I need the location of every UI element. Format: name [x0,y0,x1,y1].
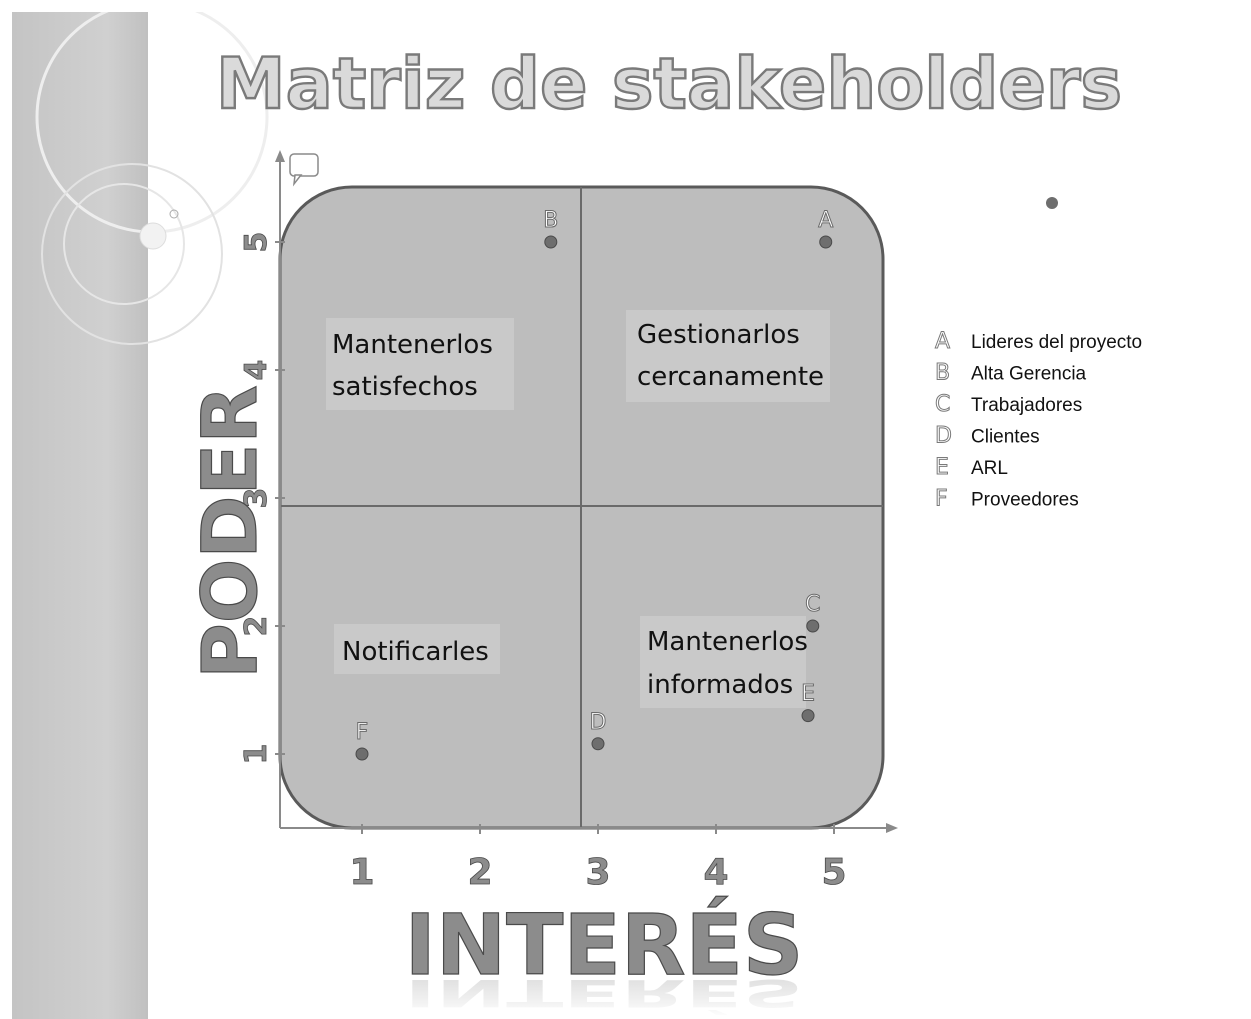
quadrant-label-line: satisfechos [332,372,478,402]
data-point-f [355,747,369,761]
legend-letter: D [935,424,952,449]
legend-letter: E [935,455,949,480]
legend-letter: F [935,487,948,512]
quadrant-top-right: Gestionarlos cercanamente [626,310,830,402]
quadrant-label-line: cercanamente [637,362,824,392]
axis-ticks: 1 2 3 4 5 1 2 3 4 5 [239,231,847,893]
legend-marker [1046,197,1058,209]
data-point-d [591,737,605,751]
slide: Matriz de stakeholders Mantenerlos satis… [12,12,1238,1019]
data-point-label: F [356,720,369,745]
y-axis-title: PODER [185,385,274,679]
quadrant-label-line: Notificarles [342,637,489,667]
data-point-label: B [543,208,558,233]
legend-name: Clientes [971,427,1040,448]
data-point-b [544,235,558,249]
x-tick-label: 2 [467,852,492,893]
axes [275,150,898,833]
quadrant-label-line: Gestionarlos [637,320,800,350]
legend-name: Trabajadores [971,395,1082,416]
quadrant-label-line: Mantenerlos [332,330,493,360]
y-tick-label: 5 [239,232,274,253]
legend-letter: C [935,392,950,417]
legend-name: ARL [971,458,1008,479]
x-tick-label: 3 [585,852,610,893]
quadrant-bottom-left: Notificarles [334,624,500,674]
quadrant-label-line: Mantenerlos [647,627,808,657]
data-point-label: A [818,208,833,233]
y-tick-label: 3 [239,488,274,509]
svg-text:Mantenerlos: Mantenerlos [647,627,808,657]
data-point-c [806,619,820,633]
legend-letter: A [935,329,950,354]
chart-title: Matriz de stakeholders [216,43,1122,125]
svg-text:cercanamente: cercanamente [637,362,824,392]
stakeholder-matrix-chart: Matriz de stakeholders Mantenerlos satis… [35,12,1142,1019]
data-point-label: D [590,710,607,735]
svg-text:satisfechos: satisfechos [332,372,478,402]
y-tick-label: 4 [239,360,274,381]
comment-icon [289,153,319,187]
legend-name: Alta Gerencia [971,364,1087,385]
quadrant-top-left: Mantenerlos satisfechos [326,318,514,410]
sidebar-decoration [35,12,269,345]
data-point-label: C [805,592,820,617]
x-tick-label: 1 [349,852,374,893]
data-point-e [801,709,815,723]
data-point-a [819,235,833,249]
legend-name: Proveedores [971,490,1079,511]
y-tick-label: 2 [239,616,274,637]
x-tick-label: 5 [821,852,846,893]
svg-text:informados: informados [647,670,793,700]
legend-name: Lideres del proyecto [971,332,1142,353]
quadrant-bottom-right: Mantenerlos informados [640,616,808,708]
x-tick-label: 4 [703,852,728,893]
svg-text:Gestionarlos: Gestionarlos [637,320,800,350]
data-point-label: E [801,682,815,707]
svg-text:Mantenerlos: Mantenerlos [332,330,493,360]
svg-text:Notificarles: Notificarles [342,637,489,667]
data-points: A B C D E F [355,208,834,761]
legend-letter: B [935,361,950,386]
y-tick-label: 1 [239,744,274,765]
quadrant-label-line: informados [647,670,793,700]
